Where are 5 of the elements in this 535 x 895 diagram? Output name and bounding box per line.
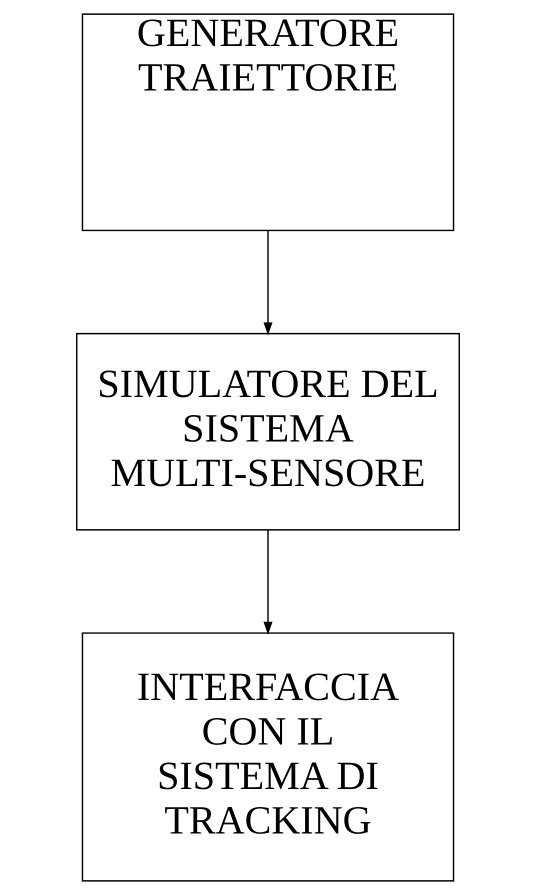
arrow bbox=[262, 230, 272, 336]
node-box: INTERFACCIA CON IL SISTEMA DI TRACKING bbox=[81, 632, 454, 882]
arrow bbox=[262, 530, 272, 635]
node-box: SIMULATORE DEL SISTEMA MULTI-SENSORE bbox=[76, 332, 460, 531]
node-box: GENERATORE TRAIETTORIE bbox=[81, 13, 454, 232]
